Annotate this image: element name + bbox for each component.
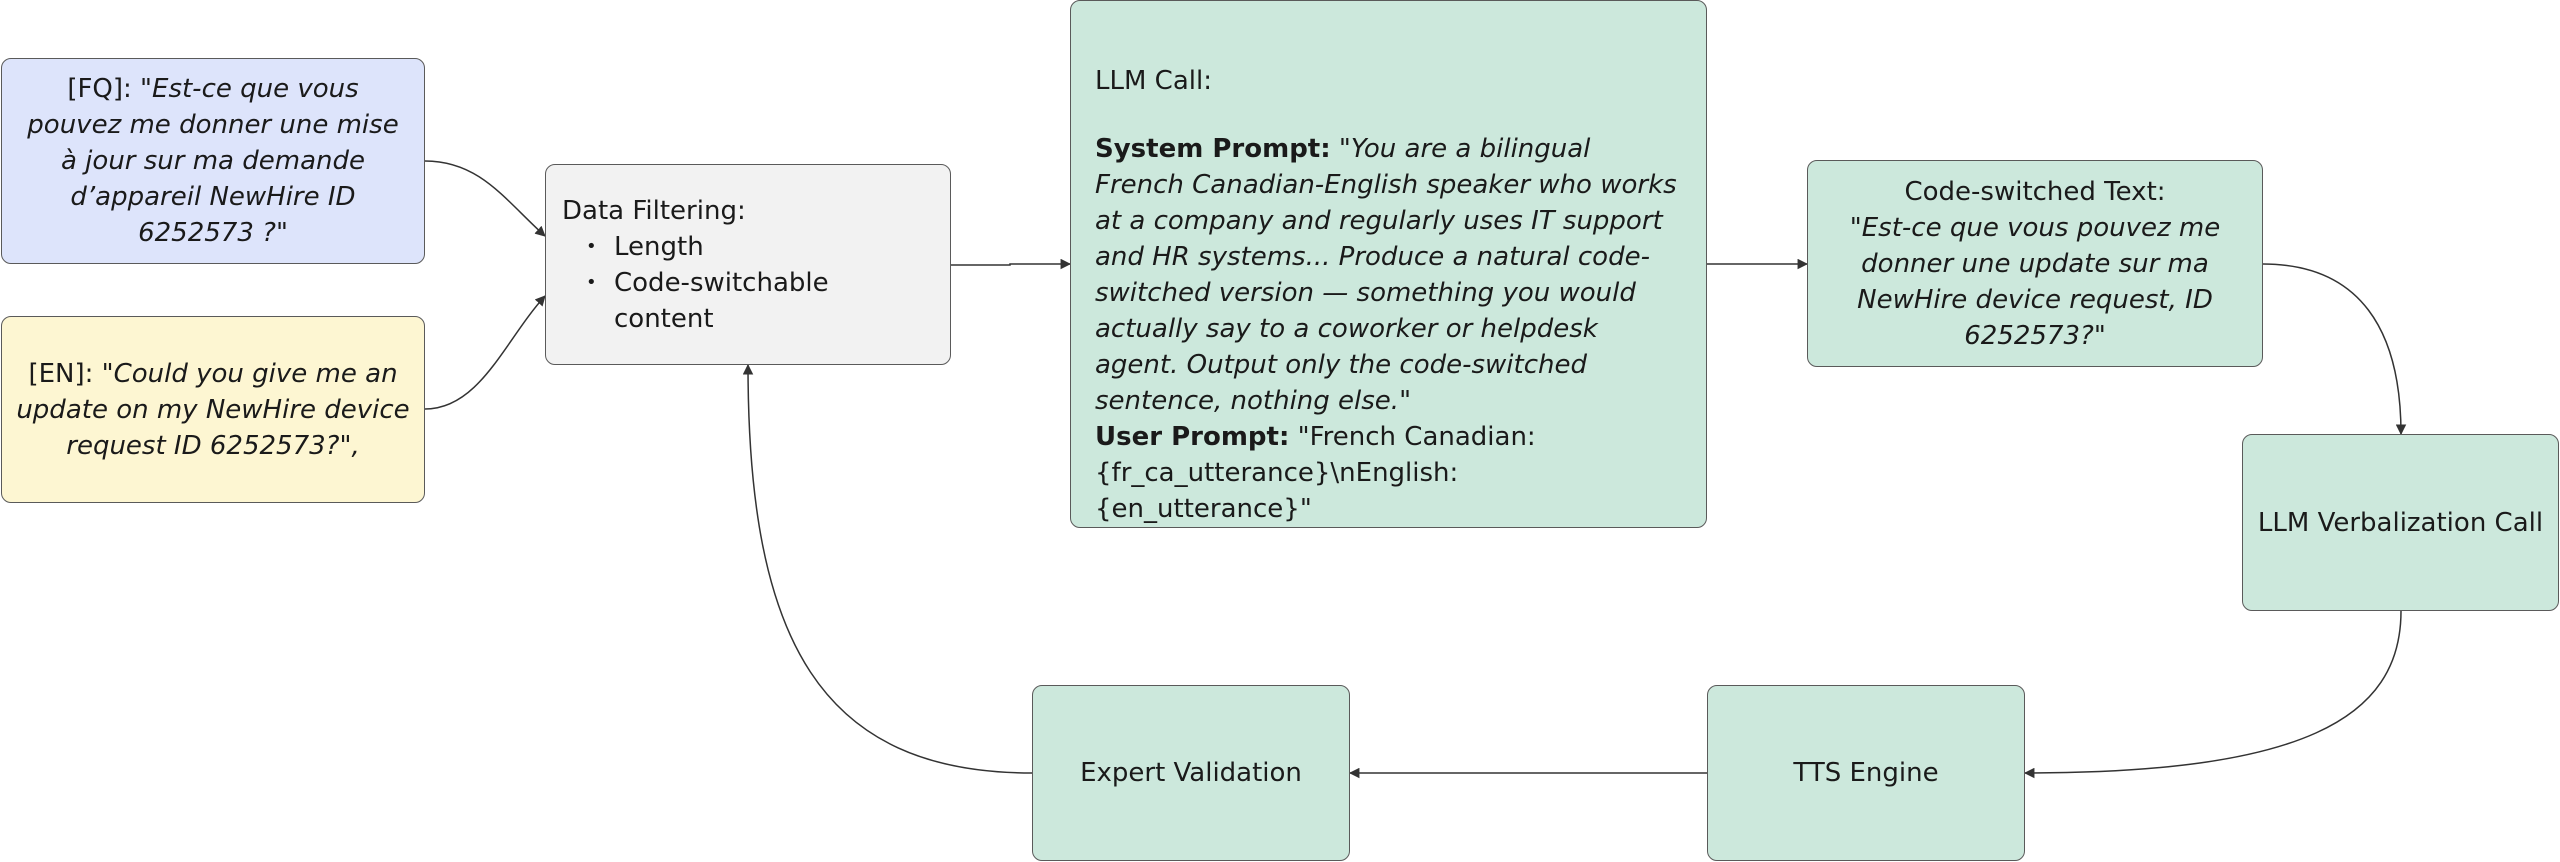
en-utterance-node: [EN]: "Could you give me an update on my… (1, 316, 425, 503)
system-prompt-text: You are a bilingual French Canadian-Engl… (1095, 134, 1677, 416)
data-filtering-title: Data Filtering: (562, 195, 746, 226)
llm-call-node: LLM Call: System Prompt: "You are a bili… (1070, 0, 1707, 528)
en-text: "Could you give me an update on my NewHi… (16, 358, 410, 461)
data-filtering-node: Data Filtering: Length Code-switchable c… (545, 164, 951, 365)
system-prompt: System Prompt: "You are a bilingual Fren… (1095, 131, 1682, 419)
en-prefix: [EN]: (28, 358, 102, 389)
tts-engine-label: TTS Engine (1793, 758, 1939, 788)
filter-item-code-switchable: Code-switchable content (586, 265, 934, 337)
edge-verbalization-to-tts (2023, 610, 2402, 779)
edge-fq-to-filtering (424, 160, 546, 237)
code-switched-text-node: Code-switched Text: "Est-ce que vous pou… (1807, 160, 2263, 367)
user-prompt: User Prompt: "French Canadian: {fr_ca_ut… (1095, 419, 1682, 527)
edge-codeswitched-to-verbalization (2262, 263, 2407, 436)
expert-validation-node: Expert Validation (1032, 685, 1350, 861)
edge-filtering-to-llm (951, 258, 1072, 270)
tts-engine-node: TTS Engine (1707, 685, 2025, 861)
fq-utterance-text: [FQ]: "Est-ce que vous pouvez me donner … (18, 71, 408, 251)
llm-verbalization-label: LLM Verbalization Call (2257, 507, 2544, 538)
en-utterance-text: [EN]: "Could you give me an update on my… (10, 356, 416, 464)
user-prompt-label: User Prompt: (1095, 422, 1290, 452)
system-prompt-open-quote: " (1330, 134, 1351, 164)
edge-expert-to-filtering (742, 363, 1033, 774)
fq-suffix: " (275, 218, 288, 248)
filter-item-length: Length (586, 229, 934, 265)
fq-utterance-node: [FQ]: "Est-ce que vous pouvez me donner … (1, 58, 425, 264)
code-switched-title: Code-switched Text: (1904, 176, 2166, 207)
fq-text: Est-ce que vous pouvez me donner une mis… (27, 74, 399, 248)
edge-en-to-filtering (424, 295, 546, 410)
fq-prefix: [FQ]: " (67, 74, 153, 104)
system-prompt-label: System Prompt: (1095, 134, 1331, 164)
user-prompt-text: "French Canadian: {fr_ca_utterance}\nEng… (1095, 422, 1536, 524)
expert-validation-label: Expert Validation (1080, 758, 1302, 788)
code-switched-text: "Est-ce que vous pouvez me donner une up… (1849, 212, 2221, 351)
data-filtering-list: Length Code-switchable content (562, 229, 934, 337)
llm-call-title: LLM Call: (1095, 66, 1212, 96)
system-prompt-close-quote: " (1399, 386, 1412, 416)
llm-verbalization-node: LLM Verbalization Call (2242, 434, 2559, 611)
